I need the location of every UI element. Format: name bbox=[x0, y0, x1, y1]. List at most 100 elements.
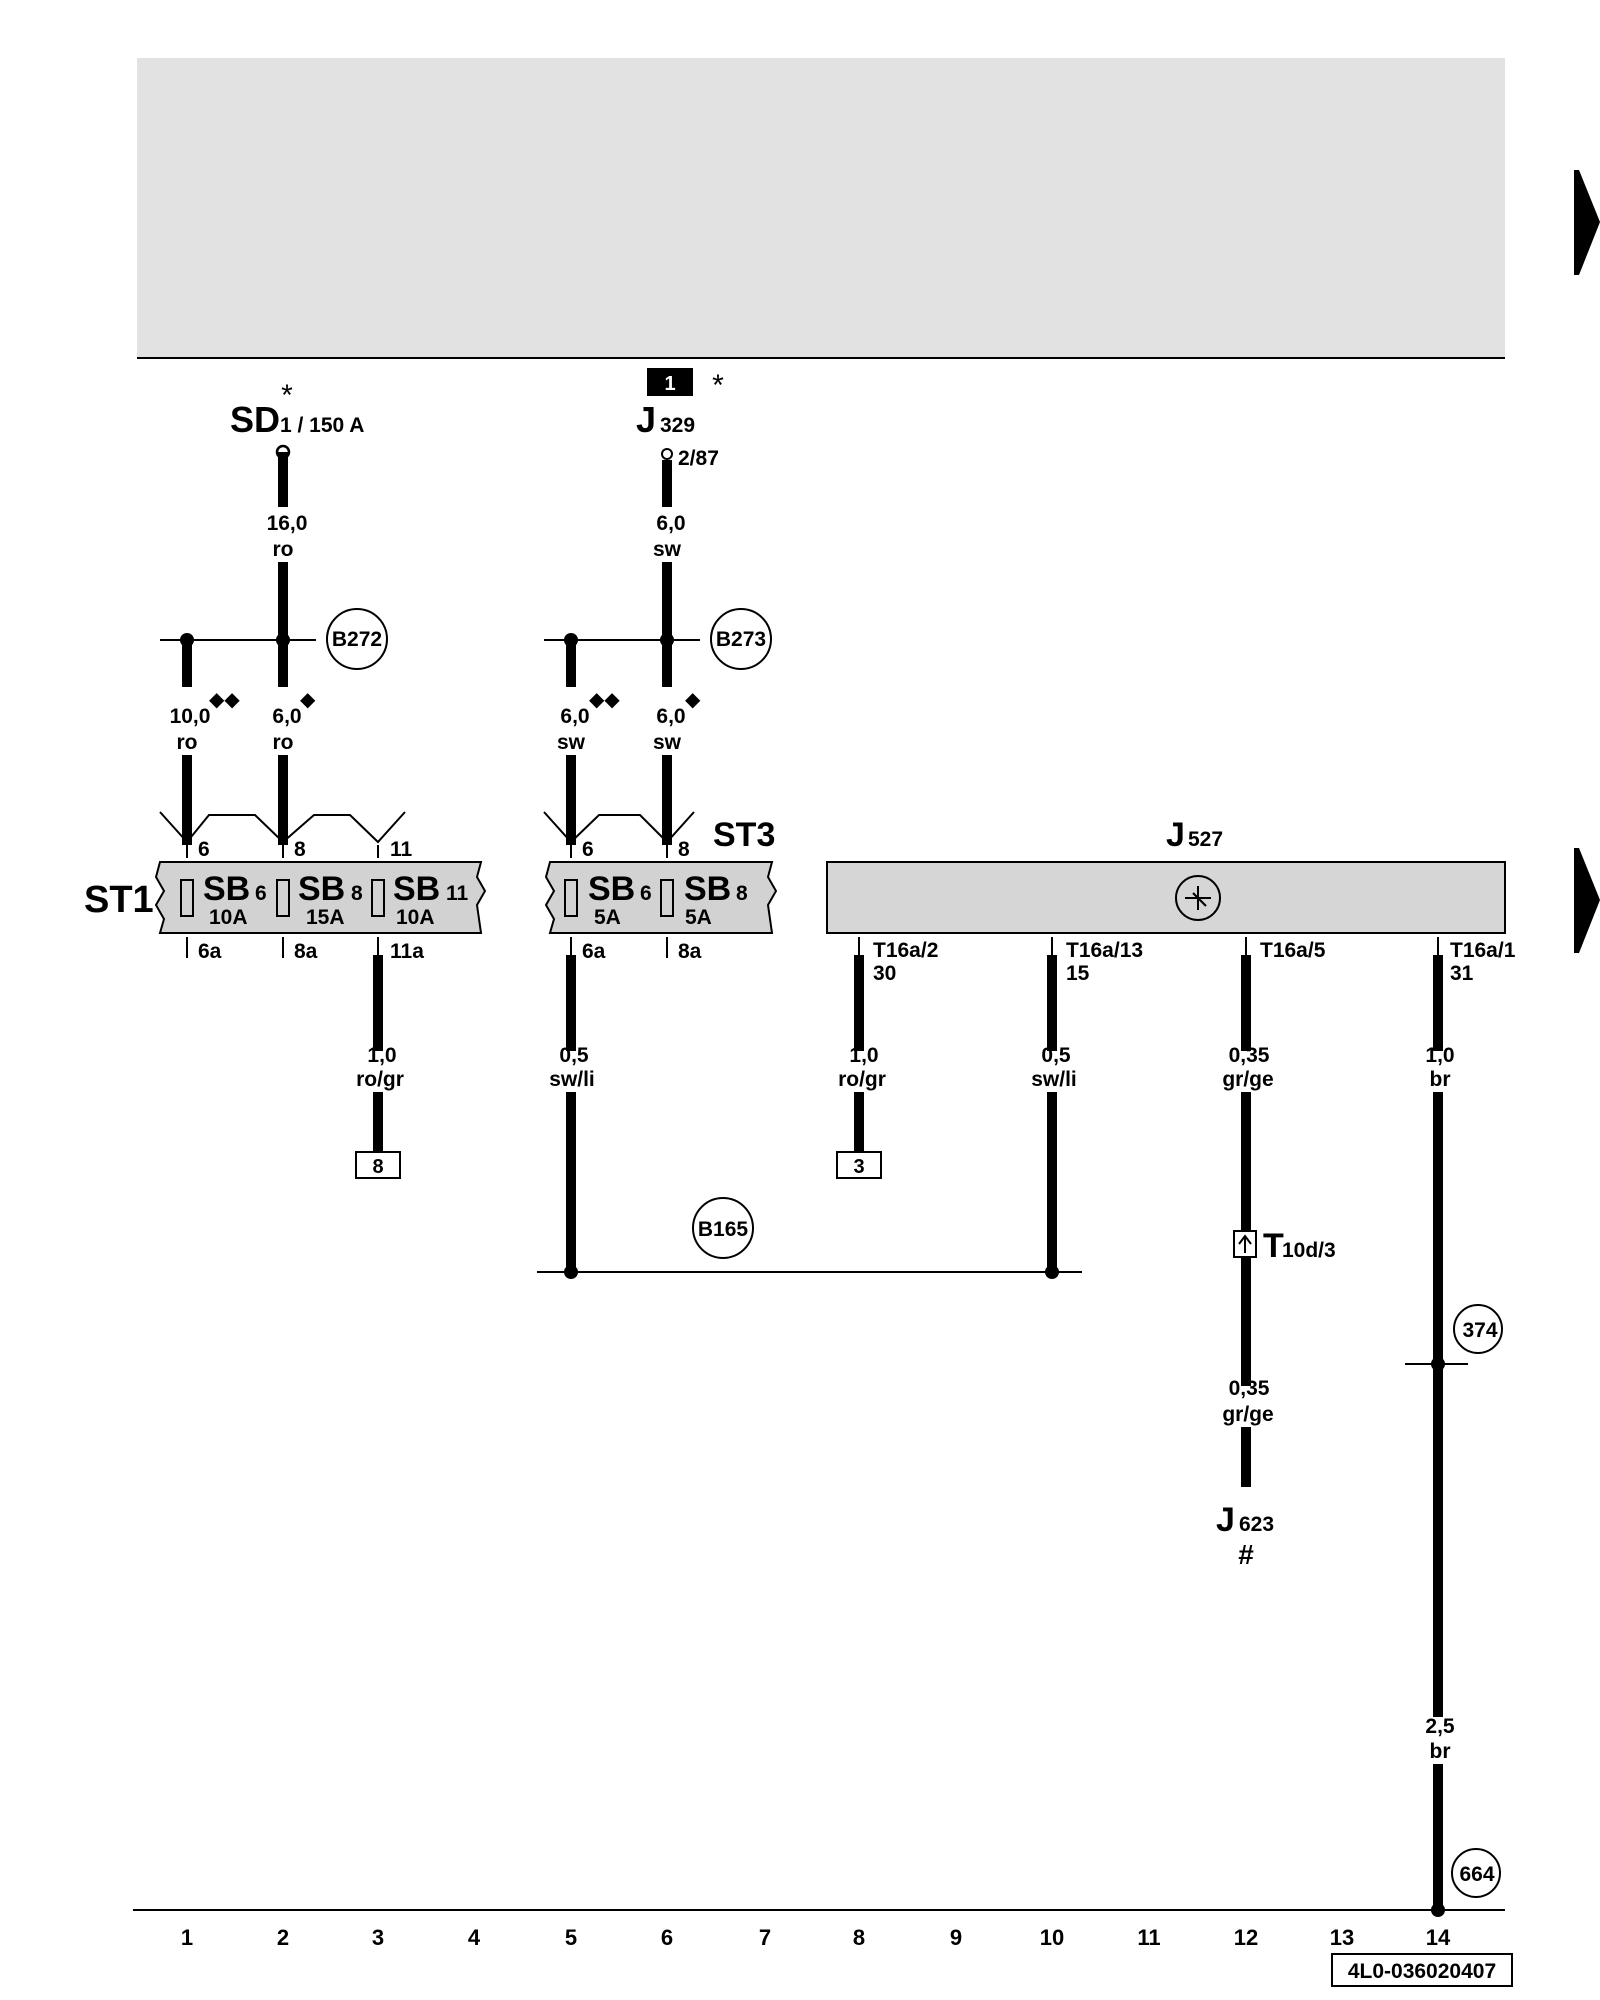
wire-st1-out11 bbox=[373, 1092, 383, 1152]
column-number: 11 bbox=[1137, 1925, 1160, 1950]
wire-color: sw bbox=[557, 731, 586, 754]
wire-st3-out6 bbox=[566, 1092, 576, 1270]
wire-j527-t2 bbox=[854, 955, 864, 1051]
sd-asterisk: * bbox=[281, 379, 293, 412]
relay-badge-box bbox=[647, 368, 693, 396]
wire-size: 6,0 bbox=[272, 705, 301, 728]
wire-st3-pin8 bbox=[662, 647, 672, 687]
wire-st1-pin6 bbox=[182, 641, 192, 687]
st1-pin-out: 8a bbox=[294, 940, 318, 963]
wire-size: 6,0 bbox=[656, 705, 685, 728]
column-number: 4 bbox=[468, 1925, 481, 1950]
ref-box-8 bbox=[355, 1151, 401, 1179]
wire-size: 0,35 bbox=[1229, 1377, 1270, 1400]
j527-module bbox=[826, 861, 1506, 934]
ref-box-label: 3 bbox=[853, 1156, 864, 1178]
j527-sub: 527 bbox=[1188, 828, 1223, 851]
st1-pin-in: 6 bbox=[198, 838, 210, 861]
relay-asterisk: * bbox=[712, 369, 724, 402]
column-number: 3 bbox=[372, 1925, 384, 1950]
st1-fuse-block bbox=[154, 861, 487, 934]
wire-j527-t1 bbox=[1433, 1092, 1443, 1717]
wire-size: 0,35 bbox=[1229, 1044, 1270, 1067]
relay-sub: 329 bbox=[660, 414, 695, 437]
wire-st1-pin6 bbox=[182, 755, 192, 845]
j623-label: J bbox=[1216, 1501, 1235, 1539]
wire-st3-pin6 bbox=[566, 755, 576, 845]
wire-j527-t5 bbox=[1241, 1092, 1251, 1232]
wire-color: ro bbox=[273, 731, 294, 754]
junction-dot bbox=[1431, 1357, 1445, 1371]
wire-st3-pin6 bbox=[566, 641, 576, 687]
wire-j527-t13 bbox=[1047, 1092, 1057, 1270]
sd-label: SD bbox=[230, 399, 280, 440]
column-number: 8 bbox=[853, 1925, 865, 1950]
wire-mark: ◆ bbox=[685, 689, 701, 711]
wire-st3-out6 bbox=[566, 955, 576, 1051]
wire-st1-pin8 bbox=[278, 755, 288, 845]
fuse-name: SB bbox=[393, 870, 440, 908]
wire-j527-t1 bbox=[1433, 955, 1443, 1051]
wire-color: br bbox=[1430, 1068, 1451, 1091]
wire-size: 1,0 bbox=[367, 1044, 396, 1067]
junction-dot bbox=[660, 633, 674, 647]
j527-func: 31 bbox=[1450, 962, 1474, 985]
wire-st1-out11 bbox=[373, 955, 383, 1051]
wire-color: ro bbox=[177, 731, 198, 754]
right-arrow-marker bbox=[1574, 170, 1600, 275]
fuse-name: SB bbox=[588, 870, 635, 908]
st3-pin-out: 6a bbox=[582, 940, 606, 963]
column-number: 1 bbox=[181, 1925, 193, 1950]
fuse-name: SB bbox=[684, 870, 731, 908]
relay-pin: 2/87 bbox=[678, 447, 719, 470]
fuse-symbol bbox=[276, 879, 290, 917]
j527-pin: T16a/1 bbox=[1450, 939, 1516, 962]
j623-sub: 623 bbox=[1239, 1513, 1274, 1536]
fuse-symbol bbox=[564, 879, 578, 917]
fuse-symbol bbox=[371, 879, 385, 917]
wire-j527-t13 bbox=[1047, 955, 1057, 1051]
wire-st3-pin8 bbox=[662, 755, 672, 845]
header-band bbox=[137, 58, 1505, 358]
ground-664-circle bbox=[1451, 1848, 1501, 1898]
wire-sd-main bbox=[278, 562, 288, 647]
junction-dot bbox=[1045, 1265, 1059, 1279]
wire-size: 10,0 bbox=[170, 705, 211, 728]
wire-mark: ◆ bbox=[300, 689, 316, 711]
st3-pin-in: 8 bbox=[678, 838, 690, 861]
wire-color: ro bbox=[273, 538, 294, 561]
wire-color: gr/ge bbox=[1222, 1403, 1273, 1426]
wire-size: 1,0 bbox=[849, 1044, 878, 1067]
doc-code-box bbox=[1331, 1953, 1513, 1987]
wire-st1-pin8 bbox=[278, 647, 288, 687]
ground-664: 664 bbox=[1459, 1863, 1494, 1886]
fuse-name: SB bbox=[203, 870, 250, 908]
j527-pin: T16a/13 bbox=[1066, 939, 1143, 962]
ground-374: 374 bbox=[1462, 1319, 1497, 1342]
j527-label: J bbox=[1166, 816, 1185, 854]
junction-b272: B272 bbox=[332, 628, 382, 651]
connector-label: T bbox=[1263, 1227, 1284, 1265]
relay-badge: 1 bbox=[664, 373, 675, 395]
st3-bridge bbox=[543, 811, 695, 844]
junction-b165-circle bbox=[692, 1197, 754, 1259]
wire-color: sw bbox=[653, 731, 682, 754]
fuse-num: 8 bbox=[351, 882, 363, 905]
wire-color: ro/gr bbox=[838, 1068, 886, 1091]
ground-374-circle bbox=[1453, 1304, 1503, 1354]
st1-label: ST1 bbox=[84, 879, 154, 921]
wire-color: gr/ge bbox=[1222, 1068, 1273, 1091]
st1-bridge bbox=[159, 811, 406, 844]
fuse-rating: 5A bbox=[594, 906, 621, 929]
wire-color: br bbox=[1430, 1740, 1451, 1763]
fuse-symbol bbox=[180, 879, 194, 917]
column-number: 13 bbox=[1330, 1925, 1354, 1950]
column-number: 14 bbox=[1426, 1925, 1451, 1950]
wire-j623-feed bbox=[1241, 1427, 1251, 1487]
ref-box-3 bbox=[836, 1151, 882, 1179]
wire-size: 0,5 bbox=[559, 1044, 589, 1067]
wire-mark: ◆◆ bbox=[589, 689, 620, 711]
wire-mark: ◆◆ bbox=[209, 689, 240, 711]
